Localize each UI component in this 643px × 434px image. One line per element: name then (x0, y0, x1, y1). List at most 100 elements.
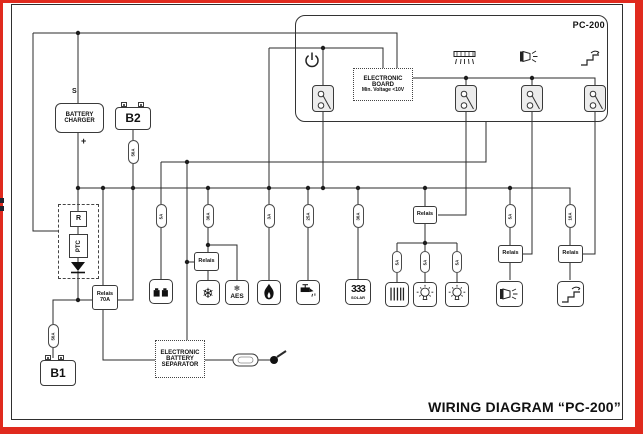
wire-b1-branch (52, 299, 92, 358)
b2-terminal-1 (121, 102, 127, 107)
fuse-boiler: 3A (264, 204, 275, 228)
entry-step-icon-2 (557, 281, 584, 307)
snowflake-small-glyph: ❄ (233, 284, 241, 293)
board-line2: BOARD (372, 81, 394, 88)
solar-glyph: 333 (351, 283, 366, 295)
red-border-right (635, 0, 643, 434)
wire-sw-ceiling (438, 112, 467, 216)
diode-symbol (71, 262, 85, 274)
red-border-bottom (0, 427, 643, 434)
solar-panel-icon: 333 SOLAR (345, 279, 371, 305)
exterior-light-icon (496, 281, 523, 307)
r-label: R (75, 215, 82, 223)
fuse-entry-step: 10A (565, 204, 576, 228)
aes-fridge-icon: ❄ AES (225, 280, 249, 305)
wire-main-bus (78, 187, 571, 280)
wire-b2-column (118, 130, 134, 301)
wire-top-feed (33, 32, 398, 68)
rptc-block (58, 204, 99, 279)
relais70-line2: 70A (99, 296, 111, 303)
diagram-frame (11, 4, 623, 420)
boiler-icon (257, 280, 281, 305)
b2-label: B2 (125, 111, 141, 126)
fuse-solar: 30A (353, 204, 364, 228)
fuse-control-panel: 5A (156, 204, 167, 228)
wire-fridge (207, 188, 238, 280)
plus-label: + (81, 136, 87, 146)
relais-entry-step-label: Relais (562, 250, 579, 257)
wire-sw-spot (523, 112, 533, 255)
battery-charger-line2: CHARGER (64, 118, 95, 124)
red-border-left (0, 0, 3, 434)
ptc-label: PTC (75, 239, 82, 252)
junction-dots (75, 30, 535, 303)
relais-exterior-light-label: Relais (502, 250, 519, 257)
ceiling-light-icon (452, 49, 477, 66)
battery-separator: ELECTRONIC BATTERY SEPARATOR (155, 340, 205, 378)
electronic-board: ELECTRONIC BOARD Min. Voltage <10V (353, 68, 413, 101)
main-power-switch (312, 85, 334, 112)
pc200-label: PC-200 (572, 20, 605, 30)
interior-light-icon (413, 282, 437, 307)
fuse-exterior-light: 5A (505, 204, 516, 228)
fuse-b2: 50A (128, 140, 139, 164)
b2-terminal-2 (138, 102, 144, 107)
power-icon (303, 51, 321, 69)
interior-light-icon-2 (445, 282, 469, 307)
control-panel-icon (149, 279, 173, 304)
aes-label: AES (230, 293, 244, 300)
exterior-spotlight-icon (518, 47, 541, 66)
wire-relais70 (102, 188, 155, 361)
battery-charger-line1: BATTERY (65, 111, 94, 118)
relais-70a: Relais 70A (92, 285, 118, 310)
b1-terminal-2 (58, 355, 64, 360)
water-pump-icon (296, 280, 320, 305)
fuse-heater: 5A (392, 251, 402, 273)
board-line3: Min. Voltage <10V (361, 87, 405, 94)
entry-step-switch (584, 85, 606, 112)
page-edge-mark (0, 206, 4, 211)
ceiling-light-switch (455, 85, 477, 112)
battery-charger: BATTERY CHARGER (55, 103, 104, 133)
inline-connector (232, 353, 259, 367)
page-title: WIRING DIAGRAM “PC-200” (428, 399, 621, 415)
spotlight-switch (521, 85, 543, 112)
relais70-line1: Relais (96, 290, 114, 297)
separator-line2: BATTERY (166, 355, 194, 362)
fuse-water-pump: 25A (303, 204, 314, 228)
heater-icon (385, 282, 409, 307)
b1-terminal-1 (45, 355, 51, 360)
wire-board-feed2 (269, 47, 384, 68)
fuse-light-1: 5A (420, 251, 430, 273)
ptc-element: PTC (69, 234, 88, 258)
separator-line3: SEPARATOR (161, 362, 199, 369)
relais-heating-label: Relais (416, 211, 434, 218)
separator-line1: ELECTRONIC (160, 349, 200, 356)
red-border-top (0, 0, 643, 3)
relais-entry-step: Relais (558, 245, 583, 263)
fuse-b1: 50A (48, 324, 59, 348)
solar-caption: SOLAR (351, 294, 365, 300)
wire-sw-step (583, 112, 596, 255)
wire-separator-feed (186, 162, 194, 340)
entry-step-icon (578, 49, 602, 67)
relais-fridge-label: Relais (198, 257, 215, 264)
wire-upper-bus (161, 122, 487, 163)
board-line1: ELECTRONIC (363, 75, 403, 82)
battery-b1: B1 (40, 360, 76, 386)
s-label: S (72, 88, 77, 95)
fuse-fridge: 30A (203, 204, 214, 228)
dplus-terminal (270, 356, 278, 364)
battery-b2: B2 (115, 107, 151, 130)
relais-heating: Relais (413, 206, 437, 224)
fuse-light-2: 5A (452, 251, 462, 273)
r-resistor: R (70, 211, 87, 227)
b1-label: B1 (50, 365, 66, 380)
snowflake-glyph: ❄ (202, 284, 214, 301)
fridge-fan-icon: ❄ (196, 280, 220, 305)
pc200-box (295, 15, 608, 122)
relais-exterior-light: Relais (498, 245, 523, 263)
page-edge-mark (0, 198, 4, 203)
